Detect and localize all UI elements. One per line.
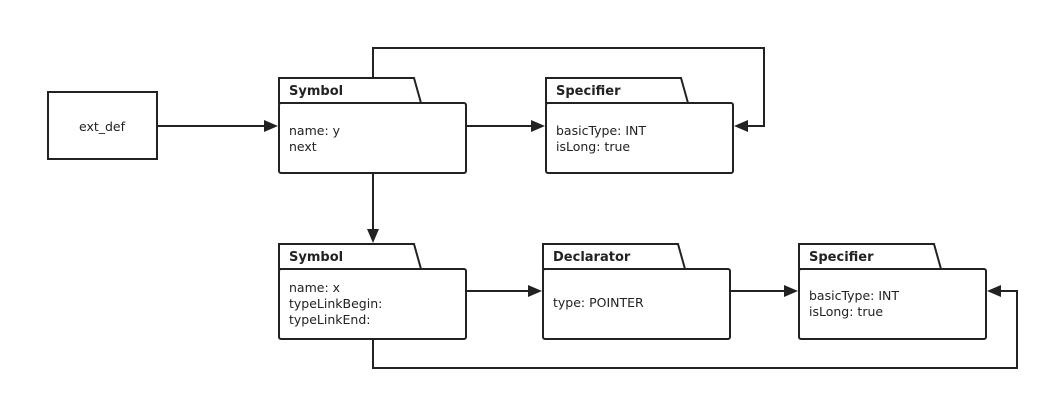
declarator-title: Declarator <box>553 250 631 265</box>
node-symbol-y[interactable]: Symbol name: y next <box>278 77 467 174</box>
specifier-1-line: basicType: INT <box>556 123 646 138</box>
symbol-y-title: Symbol <box>289 84 343 99</box>
node-specifier-1[interactable]: Specifier basicType: INT isLong: true <box>545 77 734 174</box>
symbol-y-line: next <box>289 139 317 154</box>
edge-symbol-x-to-declarator <box>466 285 542 297</box>
edge-symbol-y-to-specifier-1 <box>466 120 545 132</box>
specifier-2-line: basicType: INT <box>809 288 899 303</box>
symbol-x-title: Symbol <box>289 250 343 265</box>
symbol-y-line: name: y <box>289 123 341 138</box>
specifier-2-title: Specifier <box>809 250 874 265</box>
edge-declarator-to-specifier-2 <box>730 285 798 297</box>
specifier-1-line: isLong: true <box>556 139 630 154</box>
edge-symbol-x-loop-to-specifier-2 <box>372 285 1018 369</box>
symbol-x-line: typeLinkBegin: <box>289 296 382 311</box>
specifier-2-line: isLong: true <box>809 304 883 319</box>
symbol-x-line: name: x <box>289 280 340 295</box>
ext-def-label: ext_def <box>79 119 126 134</box>
node-symbol-x[interactable]: Symbol name: x typeLinkBegin: typeLinkEn… <box>278 243 467 340</box>
symbol-x-line: typeLinkEnd: <box>289 312 371 327</box>
edge-extdef-to-symbol-y <box>157 120 278 132</box>
node-declarator[interactable]: Declarator type: POINTER <box>542 243 731 340</box>
node-specifier-2[interactable]: Specifier basicType: INT isLong: true <box>798 243 987 340</box>
edge-symbol-y-next-to-symbol-x <box>367 173 379 243</box>
node-ext-def[interactable]: ext_def <box>47 91 158 160</box>
specifier-1-title: Specifier <box>556 84 621 99</box>
declarator-line: type: POINTER <box>553 295 644 310</box>
edge-symbol-y-loop-to-specifier-1 <box>372 47 765 132</box>
